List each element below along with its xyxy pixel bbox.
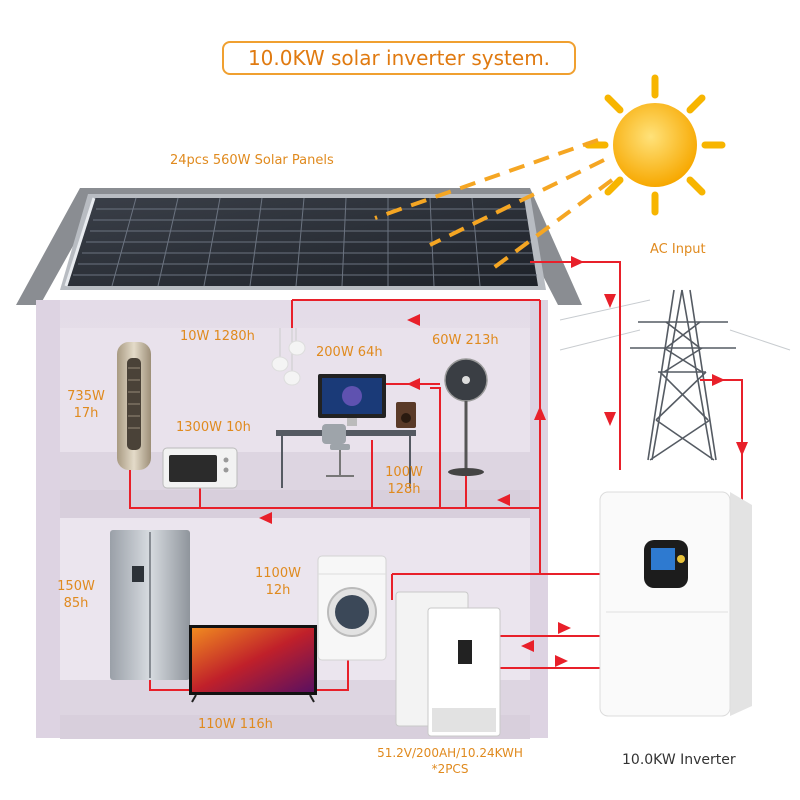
flow-arrows — [259, 256, 748, 667]
refrigerator-icon — [110, 530, 190, 680]
standing-fan-icon — [444, 358, 488, 476]
computer-desk-icon — [276, 374, 416, 488]
air-cooler-power-label: 735W — [67, 389, 105, 404]
fridge-power-label: 150W — [57, 579, 95, 594]
inverter-icon — [599, 491, 752, 717]
ac-input-label: AC Input — [650, 242, 706, 257]
microwave-label: 1300W 10h — [176, 420, 251, 435]
washer-power-label: 1100W — [255, 566, 301, 581]
wiring — [129, 261, 743, 691]
microwave-icon — [162, 447, 238, 489]
upper-floor-slab — [60, 490, 530, 518]
computer-label: 200W 64h — [316, 345, 383, 360]
lights-label: 10W 1280h — [180, 329, 255, 344]
fridge-hours-label: 85h — [63, 596, 89, 611]
diagram-title: 10.0KW solar inverter system. — [222, 41, 576, 75]
solar-panel-array — [60, 194, 546, 290]
power-tower-icon — [559, 289, 791, 461]
inverter-label: 10.0KW Inverter — [622, 752, 736, 768]
sun-icon — [584, 74, 726, 216]
battery-pack-icon — [395, 591, 501, 737]
tv-label: 110W 116h — [198, 717, 273, 732]
speaker-power-label: 100W — [385, 465, 423, 480]
left-wall — [36, 300, 60, 738]
ceiling-lights-icon — [271, 328, 306, 386]
battery-spec-label: 51.2V/200AH/10.24KWH — [377, 746, 523, 760]
washer-hours-label: 12h — [265, 583, 291, 598]
air-cooler-icon — [117, 342, 151, 470]
fan-label: 60W 213h — [432, 333, 499, 348]
washing-machine-icon — [317, 555, 387, 661]
battery-quantity-label: *2PCS — [431, 762, 469, 776]
sun-beams — [374, 138, 614, 274]
speaker-hours-label: 128h — [387, 482, 421, 497]
air-cooler-hours-label: 17h — [73, 406, 99, 421]
tv-icon — [189, 625, 317, 703]
solar-panels-label: 24pcs 560W Solar Panels — [170, 153, 334, 168]
